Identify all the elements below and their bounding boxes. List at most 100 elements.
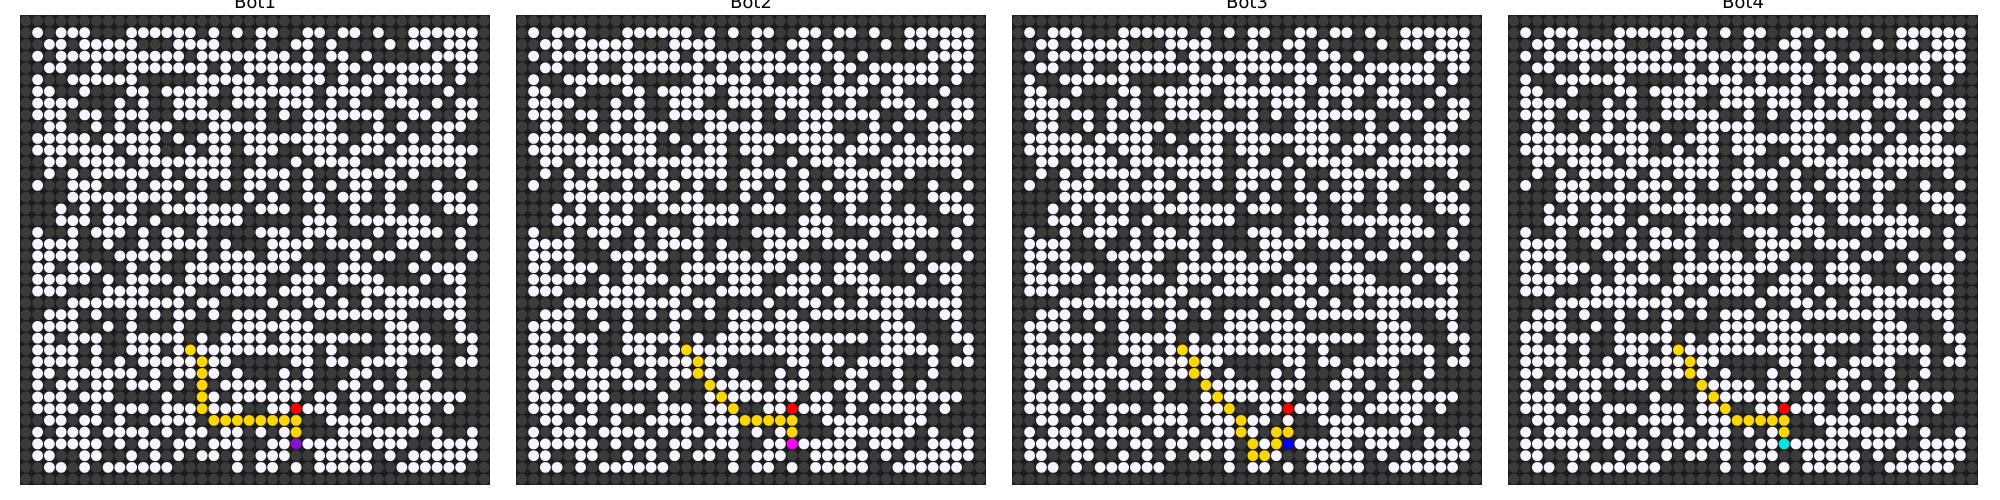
open-cell [408,38,420,50]
blocked-cell [1376,238,1388,250]
open-cell [1059,273,1071,285]
open-cell [774,426,786,438]
blocked-cell [1212,309,1224,321]
open-cell [598,273,610,285]
open-cell [868,250,880,262]
blocked-cell [314,356,326,368]
blocked-cell [243,38,255,50]
open-cell [1059,309,1071,321]
blocked-cell [1435,179,1447,191]
open-cell [349,238,361,250]
open-cell [278,309,290,321]
blocked-cell [1470,27,1482,39]
blocked-cell [243,203,255,215]
blocked-cell [1684,27,1696,39]
blocked-cell [372,50,384,62]
blocked-cell [1470,203,1482,215]
open-cell [1270,320,1282,332]
blocked-cell [716,461,728,473]
blocked-cell [1024,461,1036,473]
blocked-cell [563,109,575,121]
open-cell [196,203,208,215]
open-cell [349,262,361,274]
open-cell [372,144,384,156]
open-cell [419,379,431,391]
blocked-cell [1071,168,1083,180]
open-cell [1341,309,1353,321]
open-cell [633,238,645,250]
open-cell [32,320,44,332]
open-cell [1860,27,1872,39]
open-cell [1317,97,1329,109]
blocked-cell [1508,50,1520,62]
open-cell [1247,332,1259,344]
blocked-cell [349,74,361,86]
open-cell [196,132,208,144]
open-cell [1282,273,1294,285]
blocked-cell [598,438,610,450]
blocked-cell [1153,438,1165,450]
blocked-cell [516,62,528,74]
open-cell [539,461,551,473]
open-cell [1376,391,1388,403]
blocked-cell [821,367,833,379]
open-cell [1141,144,1153,156]
blocked-cell [939,367,951,379]
open-cell [349,168,361,180]
open-cell [927,27,939,39]
open-cell [680,309,692,321]
open-cell [1247,414,1259,426]
open-cell [1423,156,1435,168]
blocked-cell [408,250,420,262]
open-cell [149,132,161,144]
blocked-cell [325,262,337,274]
open-cell [90,109,102,121]
blocked-cell [20,74,32,86]
blocked-cell [137,367,149,379]
open-cell [196,344,208,356]
open-cell [1118,379,1130,391]
open-cell [528,332,540,344]
open-cell [1294,344,1306,356]
blocked-cell [1388,132,1400,144]
open-cell [786,379,798,391]
blocked-cell [466,297,478,309]
open-cell [79,332,91,344]
blocked-cell [1082,85,1094,97]
open-cell [220,262,232,274]
open-cell [396,179,408,191]
open-cell [79,179,91,191]
open-cell [443,297,455,309]
blocked-cell [1282,367,1294,379]
blocked-cell [419,179,431,191]
blocked-cell [669,144,681,156]
open-cell [1165,379,1177,391]
blocked-cell [1024,121,1036,133]
blocked-cell [739,461,751,473]
blocked-cell [516,367,528,379]
open-cell [137,403,149,415]
open-cell [372,132,384,144]
blocked-cell [716,38,728,50]
open-cell [821,50,833,62]
open-cell [396,215,408,227]
open-cell [267,262,279,274]
open-cell [126,250,138,262]
open-cell [443,203,455,215]
open-cell [1341,403,1353,415]
blocked-cell [1329,226,1341,238]
open-cell [90,391,102,403]
open-cell [184,156,196,168]
open-cell [692,109,704,121]
open-cell [845,461,857,473]
blocked-cell [419,203,431,215]
blocked-cell [1364,344,1376,356]
open-cell [1388,379,1400,391]
open-cell [161,121,173,133]
blocked-cell [774,473,786,485]
open-cell [79,414,91,426]
blocked-cell [1364,238,1376,250]
open-cell [539,414,551,426]
blocked-cell [1212,297,1224,309]
blocked-cell [443,97,455,109]
